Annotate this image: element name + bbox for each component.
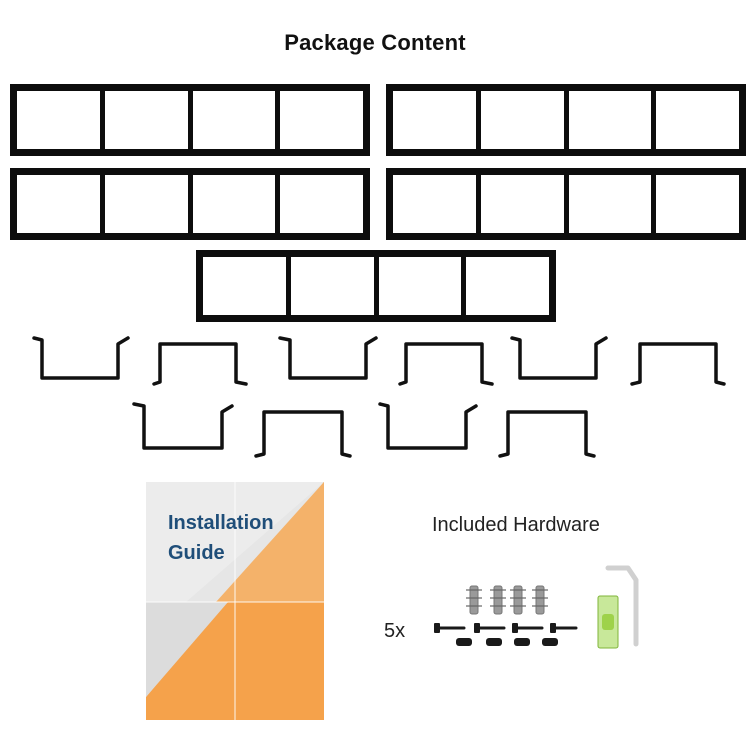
bracket-3	[278, 336, 378, 380]
wall-anchor-icons	[469, 585, 545, 615]
bracket-6	[630, 342, 726, 386]
bracket-2	[152, 342, 248, 386]
hardware-group	[434, 565, 639, 649]
guide-title-line1: Installation	[168, 512, 274, 534]
bracket-7	[132, 402, 234, 450]
bracket-9	[378, 402, 478, 450]
bracket-8	[254, 410, 352, 458]
bracket-4	[398, 342, 494, 386]
allen-key-icon	[605, 565, 639, 647]
rack-frame-3	[10, 168, 370, 240]
rack-frame-1	[10, 84, 370, 156]
bracket-5	[510, 336, 608, 380]
guide-title: Installation Guide	[168, 508, 274, 568]
rack-frame-5	[196, 250, 556, 322]
brackets-group	[32, 336, 726, 458]
bracket-1	[32, 336, 130, 380]
rack-frame-2	[386, 84, 746, 156]
guide-title-line2: Guide	[168, 542, 225, 564]
rack-frame-4	[386, 168, 746, 240]
bolt-icons	[456, 638, 558, 646]
spirit-level-icon	[597, 595, 619, 649]
hardware-label: Included Hardware	[432, 514, 600, 536]
page-title: Package Content	[284, 30, 466, 55]
hardware-quantity: 5x	[384, 620, 406, 642]
installation-guide-image	[146, 482, 324, 720]
bracket-10	[498, 410, 596, 458]
